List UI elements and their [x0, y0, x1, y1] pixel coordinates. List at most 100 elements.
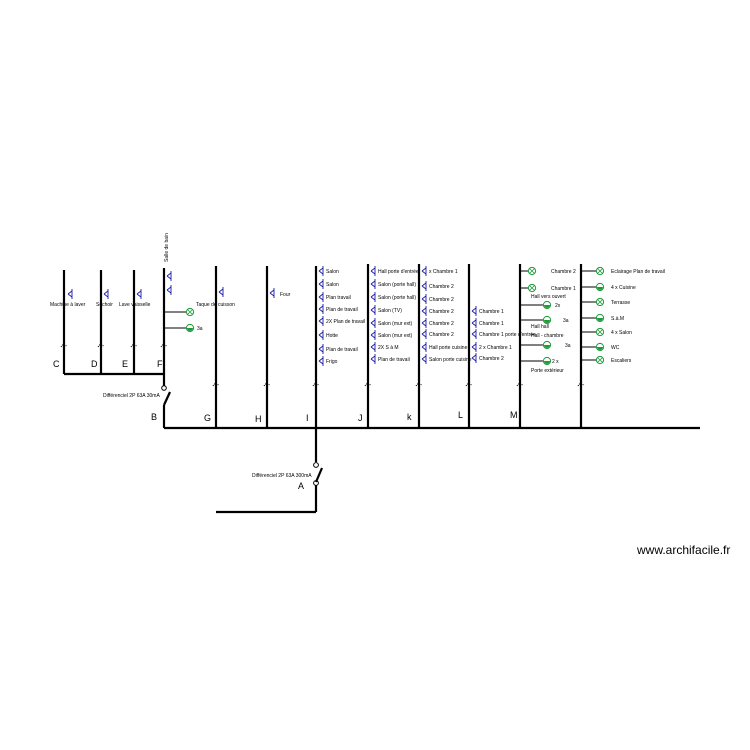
breaker-symbol — [212, 383, 220, 387]
light-fill — [597, 347, 603, 350]
switch-contact — [313, 462, 319, 468]
socket-icon — [471, 318, 477, 328]
circuit-l-item: Chambre 2 — [479, 356, 504, 362]
circuit-k-item: Chambre 2 — [429, 321, 454, 327]
circuit-m-item: Chambre 2 — [551, 269, 576, 275]
circuit-n-item: Terrasse — [611, 300, 630, 306]
circuit-m-item: 2 x — [552, 359, 559, 365]
socket-icon — [421, 318, 427, 328]
circuit-k-item: Chambre 2 — [429, 332, 454, 338]
circuit-f-title: Salle de bain — [164, 233, 170, 262]
light-cross — [529, 285, 535, 291]
light-fill — [544, 305, 550, 308]
breaker-l-label: L — [458, 410, 463, 420]
switch-contact — [161, 385, 167, 391]
breaker-c-label: C — [53, 359, 60, 369]
circuit-j-item: Hall porte d'entrée — [378, 269, 419, 275]
circuit-j-item: Salon (porte hall) — [378, 295, 416, 301]
socket-icon — [166, 271, 172, 281]
socket-icon — [136, 289, 142, 299]
circuit-n-item: 4 x Salon — [611, 330, 632, 336]
circuit-i-item: Plan travail — [326, 295, 351, 301]
circuit-k-item: Hall porte cuisine — [429, 345, 468, 351]
circuit-j-item: Salon (porte hall) — [378, 282, 416, 288]
circuit-g-item: Taque de cuisson — [196, 302, 235, 308]
socket-icon — [370, 279, 376, 289]
socket-icon — [318, 330, 324, 340]
socket-icon — [421, 266, 427, 276]
breaker-symbol — [364, 383, 372, 387]
circuit-f-item: 3a — [197, 326, 203, 332]
circuit-k-item: x Chambre 1 — [429, 269, 458, 275]
socket-icon — [318, 316, 324, 326]
breaker-symbol — [60, 344, 68, 348]
socket-icon — [471, 329, 477, 339]
circuit-n-item: 4 x Cuisine — [611, 285, 636, 291]
socket-icon — [471, 353, 477, 363]
light-cross — [597, 357, 603, 363]
socket-icon — [471, 342, 477, 352]
breaker-h-label: H — [255, 414, 262, 424]
socket-icon — [318, 292, 324, 302]
breaker-symbol — [516, 383, 524, 387]
breaker-symbol — [415, 383, 423, 387]
circuit-n-item: WC — [611, 345, 620, 351]
breaker-j-label: J — [358, 413, 363, 423]
breaker-g-label: G — [204, 413, 211, 423]
socket-icon — [318, 279, 324, 289]
socket-icon — [370, 354, 376, 364]
watermark: www.archifacile.fr — [636, 543, 730, 557]
circuit-l-item: 2 x Chambre 1 — [479, 345, 512, 351]
main-differential-label: Différenciel 2P 63A 300mA — [252, 473, 312, 479]
circuit-l-item: Chambre 1 porte d'entrée — [479, 332, 536, 338]
light-fill — [544, 361, 550, 364]
circuit-i-item: Salon — [326, 269, 339, 275]
light-cross — [187, 309, 193, 315]
light-cross — [529, 268, 535, 274]
circuit-m-item: Hall vers ouvert — [531, 294, 566, 300]
socket-icon — [421, 329, 427, 339]
breaker-symbol — [465, 383, 473, 387]
socket-icon — [218, 287, 224, 297]
socket-icon — [318, 344, 324, 354]
breaker-symbol — [263, 383, 271, 387]
circuit-h-item: Four — [280, 292, 291, 298]
socket-icon — [318, 304, 324, 314]
light-fill — [187, 328, 193, 331]
breaker-symbol — [97, 344, 105, 348]
sub-differential-switch — [163, 391, 171, 406]
socket-icon — [269, 288, 275, 298]
breaker-i-label: I — [306, 413, 309, 423]
socket-icon — [370, 305, 376, 315]
breaker-b-label: B — [151, 412, 157, 422]
circuit-k-item: Chambre 2 — [429, 297, 454, 303]
socket-icon — [421, 294, 427, 304]
main-differential-switch — [314, 467, 324, 483]
circuit-k-item: Chambre 2 — [429, 309, 454, 315]
circuit-i-item: 2X Plan de travail — [326, 319, 365, 325]
sub-differential-label: Différenciel 2P 63A 30mA — [103, 393, 160, 399]
socket-icon — [166, 285, 172, 295]
socket-icon — [421, 306, 427, 316]
breaker-k-label: k — [407, 412, 412, 422]
light-cross — [597, 329, 603, 335]
circuit-d-item: Sèchoir — [96, 302, 113, 308]
circuit-m-item: Porte extérieur — [531, 368, 564, 374]
socket-icon — [67, 289, 73, 299]
socket-icon — [370, 342, 376, 352]
circuit-l-item: Chambre 1 — [479, 321, 504, 327]
light-cross — [597, 268, 603, 274]
light-fill — [597, 318, 603, 321]
socket-icon — [370, 292, 376, 302]
circuit-i-item: Hotte — [326, 333, 338, 339]
circuit-n-item: S.à.M — [611, 316, 624, 322]
breaker-m-label: M — [510, 410, 518, 420]
socket-icon — [421, 281, 427, 291]
breaker-symbol — [577, 383, 585, 387]
breaker-a-label: A — [298, 481, 304, 491]
breaker-d-label: D — [91, 359, 98, 369]
circuit-m-item: Hall hall — [531, 324, 549, 330]
socket-icon — [318, 266, 324, 276]
circuit-l-item: Chambre 1 — [479, 309, 504, 315]
